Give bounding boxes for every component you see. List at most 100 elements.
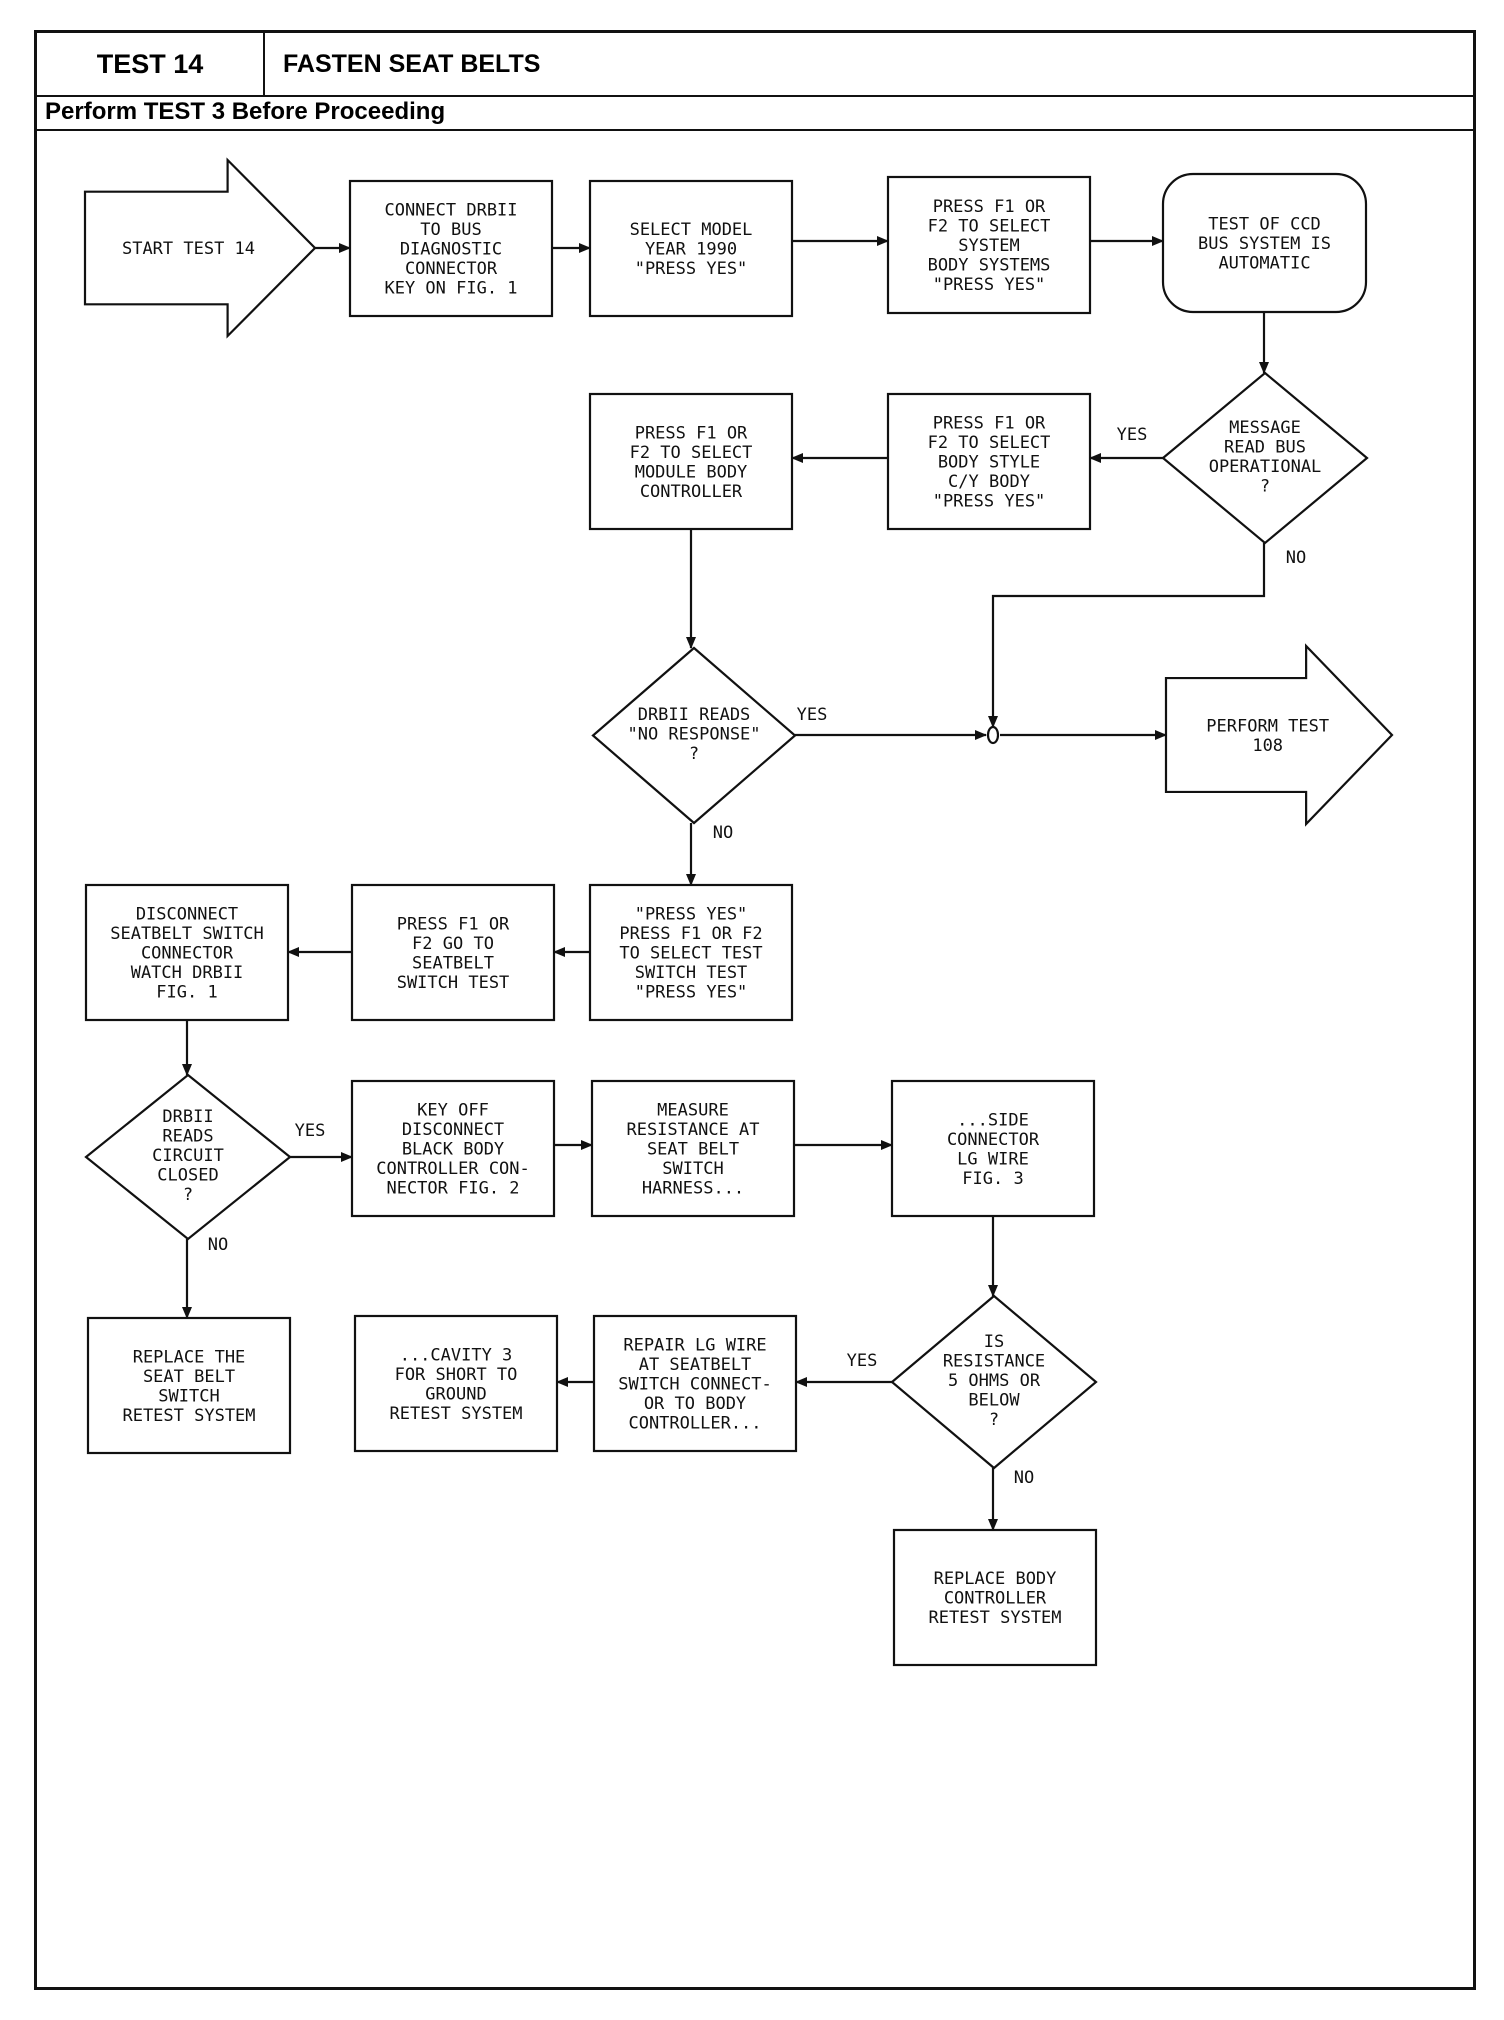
label-line: YEAR 1990	[645, 240, 737, 260]
label-line: TO SELECT TEST	[619, 944, 762, 964]
label-line: ?	[689, 744, 699, 764]
label-line: RETEST SYSTEM	[389, 1404, 522, 1424]
label-line: PRESS F1 OR	[933, 414, 1046, 434]
label-line: DIAGNOSTIC	[400, 240, 502, 260]
label-line: CONNECTOR	[405, 259, 498, 279]
label-line: FIG. 3	[962, 1169, 1023, 1189]
label-line: KEY ON FIG. 1	[384, 279, 517, 299]
label-line: RETEST SYSTEM	[122, 1406, 255, 1426]
label-start: START TEST 14	[122, 239, 255, 259]
label-line: PRESS F1 OR F2	[619, 924, 762, 944]
label-line: BLACK BODY	[402, 1140, 504, 1160]
label-line: PRESS F1 OR	[397, 914, 510, 934]
label-line: "NO RESPONSE"	[627, 725, 760, 745]
label-line: START TEST 14	[122, 239, 255, 259]
label-line: 5 OHMS OR	[948, 1371, 1041, 1391]
label-line: WATCH DRBII	[131, 963, 244, 983]
label-line: MESSAGE	[1229, 418, 1301, 438]
test-title: FASTEN SEAT BELTS	[283, 49, 541, 78]
label-line: RETEST SYSTEM	[928, 1608, 1061, 1628]
label-line: SWITCH	[158, 1386, 219, 1406]
label-line: MEASURE	[657, 1101, 729, 1121]
label-line: RESISTANCE	[943, 1352, 1045, 1372]
label-line: CONTROLLER CON-	[376, 1159, 530, 1179]
test-number: TEST 14	[37, 33, 265, 95]
label-line: IS	[984, 1332, 1004, 1352]
label-line: SWITCH TEST	[635, 963, 748, 983]
label-line: REPLACE THE	[133, 1347, 246, 1367]
label-line: 108	[1252, 736, 1283, 756]
label-line: CONTROLLER...	[628, 1414, 761, 1434]
label-line: SWITCH	[662, 1159, 723, 1179]
label-line: C/Y BODY	[948, 472, 1030, 492]
label-line: CONNECTOR	[947, 1130, 1040, 1150]
label-line: RESISTANCE AT	[626, 1120, 759, 1140]
label-line: FOR SHORT TO	[395, 1365, 518, 1385]
label-line: SEAT BELT	[143, 1367, 235, 1387]
edge-label-yes: YES	[295, 1121, 326, 1141]
label-line: ?	[183, 1185, 193, 1205]
label-line: CONTROLLER	[640, 482, 743, 502]
label-line: SYSTEM	[958, 236, 1019, 256]
label-line: SEAT BELT	[647, 1140, 739, 1160]
edge-label-no: NO	[1014, 1468, 1034, 1488]
label-line: DRBII READS	[638, 705, 751, 725]
label-line: DISCONNECT	[136, 905, 238, 925]
label-line: REPLACE BODY	[934, 1569, 1057, 1589]
label-line: CONTROLLER	[944, 1589, 1047, 1609]
label-line: SELECT MODEL	[630, 220, 753, 240]
edge-label-yes: YES	[1117, 425, 1148, 445]
label-line: ...SIDE	[957, 1110, 1029, 1130]
label-line: PRESS F1 OR	[933, 197, 1046, 217]
node-perform-108	[1164, 643, 1394, 827]
label-line: F2 TO SELECT	[928, 433, 1051, 453]
label-line: BODY STYLE	[938, 453, 1040, 473]
label-line: F2 TO SELECT	[630, 443, 753, 463]
label-line: F2 GO TO	[412, 934, 494, 954]
node-key-off	[350, 1079, 556, 1218]
label-line: F2 TO SELECT	[928, 217, 1051, 237]
label-line: TO BUS	[420, 220, 481, 240]
label-line: OR TO BODY	[644, 1394, 746, 1414]
label-no-response: DRBII READS"NO RESPONSE"?	[627, 705, 760, 764]
edge-label-no: NO	[208, 1235, 228, 1255]
node-no-response	[591, 646, 797, 825]
label-line: DISCONNECT	[402, 1120, 504, 1140]
label-line: REPAIR LG WIRE	[623, 1336, 766, 1356]
edge-label-yes: YES	[797, 705, 828, 725]
label-line: AUTOMATIC	[1218, 254, 1310, 274]
label-line: SWITCH CONNECT-	[618, 1375, 772, 1395]
label-line: SEATBELT	[412, 953, 494, 973]
label-line: BODY SYSTEMS	[928, 256, 1051, 276]
label-line: READ BUS	[1224, 437, 1306, 457]
label-line: OPERATIONAL	[1209, 457, 1322, 477]
label-line: FIG. 1	[156, 983, 217, 1003]
label-line: ...CAVITY 3	[400, 1345, 513, 1365]
label-line: CONNECTOR	[141, 944, 234, 964]
label-line: CIRCUIT	[152, 1146, 224, 1166]
label-line: ?	[989, 1410, 999, 1430]
label-line: LG WIRE	[957, 1149, 1029, 1169]
edge-label-no: NO	[1286, 548, 1306, 568]
label-line: CONNECT DRBII	[384, 201, 517, 221]
label-line: SWITCH TEST	[397, 973, 510, 993]
label-line: AT SEATBELT	[639, 1355, 752, 1375]
label-line: TEST OF CCD	[1208, 215, 1321, 235]
label-line: BUS SYSTEM IS	[1198, 234, 1331, 254]
edge-label-yes: YES	[847, 1351, 878, 1371]
prerequisite-note: Perform TEST 3 Before Proceeding	[37, 95, 1473, 131]
